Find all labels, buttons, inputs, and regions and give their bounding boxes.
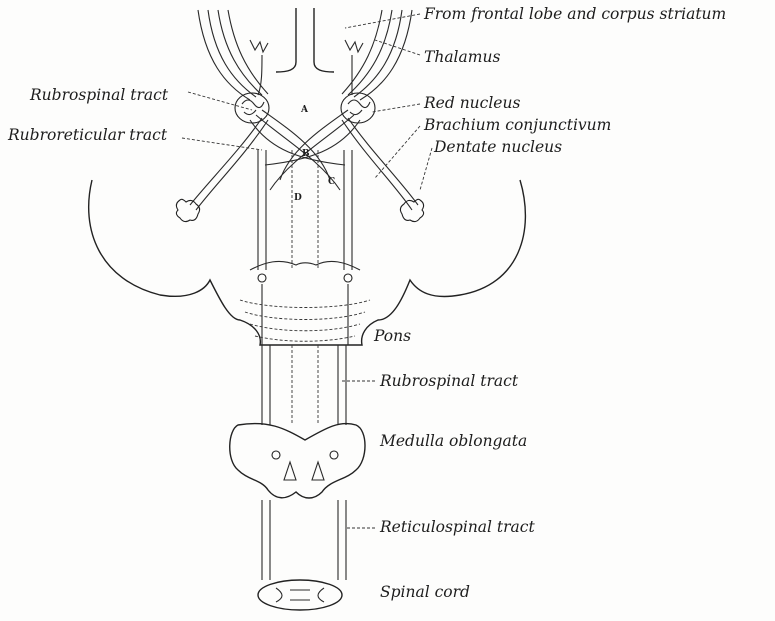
label-brachium: Brachium conjunctivum <box>423 116 611 134</box>
label-thalamus: Thalamus <box>424 48 500 66</box>
thalamus-tufts <box>250 40 363 95</box>
marker-c: C <box>328 177 335 187</box>
marker-d: D <box>294 193 302 203</box>
spinal-cord-section <box>258 580 342 610</box>
red-nucleus-left <box>235 93 269 123</box>
label-dentate: Dentate nucleus <box>433 138 562 156</box>
marker-a: A <box>300 105 309 115</box>
marker-b: B <box>302 149 310 159</box>
label-rubrospinal-top: Rubrospinal tract <box>29 86 169 104</box>
descending-columns <box>258 150 352 270</box>
label-red-nucleus: Red nucleus <box>423 94 520 112</box>
leader-lines <box>182 14 432 528</box>
lower-columns <box>262 345 346 425</box>
label-medulla: Medulla oblongata <box>379 432 527 450</box>
dentate-nucleus-left <box>176 199 199 221</box>
label-spinal: Spinal cord <box>380 583 470 601</box>
label-rubrospinal-mid: Rubrospinal tract <box>379 372 519 390</box>
midline-ventricle <box>276 8 334 72</box>
label-frontal: From frontal lobe and corpus striatum <box>423 5 726 23</box>
red-nucleus-right <box>341 93 375 123</box>
pons-upper-contour <box>250 261 360 345</box>
label-rubroreticular: Rubroreticular tract <box>7 126 168 144</box>
frontal-fibers <box>198 10 412 100</box>
label-pons: Pons <box>373 327 411 345</box>
spinal-columns <box>262 500 346 580</box>
medulla-section <box>230 423 365 498</box>
label-reticulospinal: Reticulospinal tract <box>379 518 535 536</box>
brachium-conjunctivum <box>190 118 418 210</box>
dentate-nucleus-right <box>400 199 423 221</box>
